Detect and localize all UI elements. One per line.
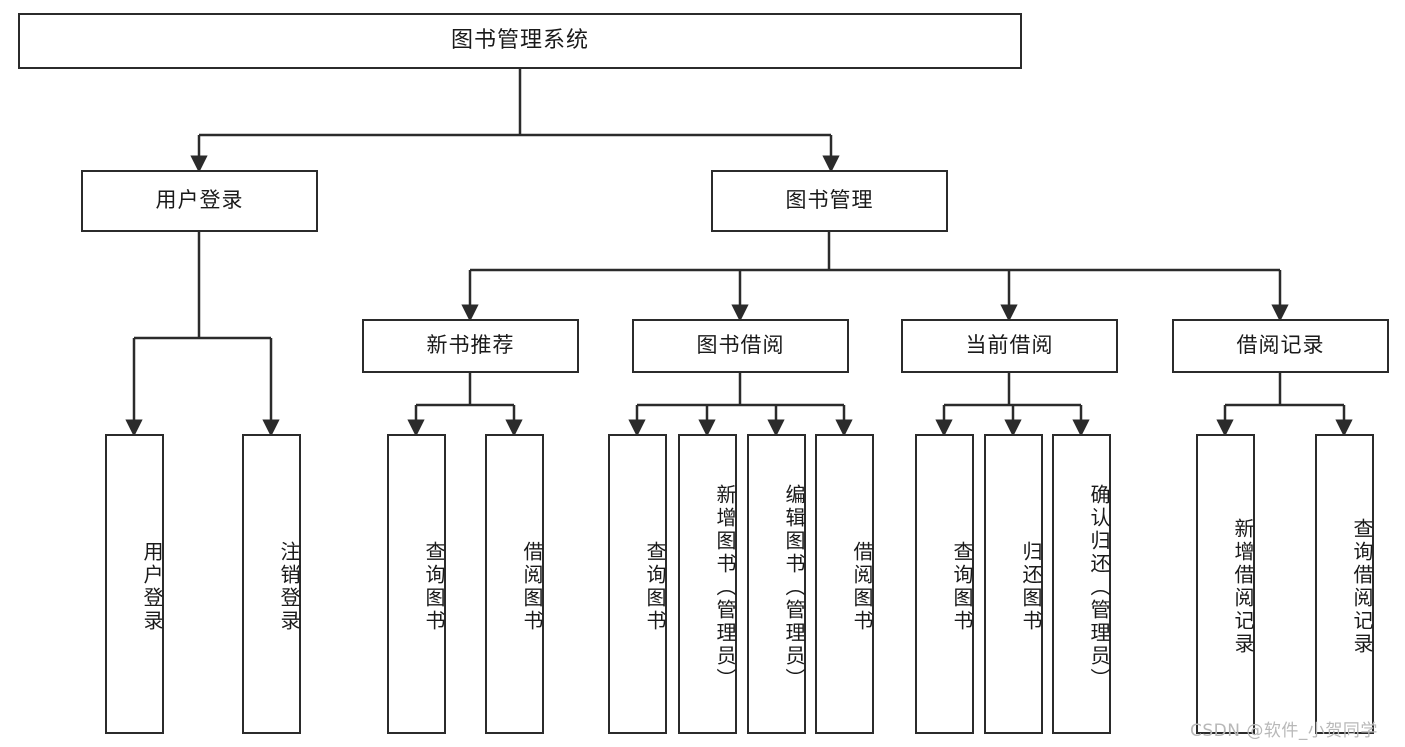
- node-book-borrow[interactable]: 图书借阅: [632, 319, 849, 373]
- node-label: 注销登录: [277, 541, 301, 633]
- node-leaf-add-borrow-record[interactable]: 新增借阅记录: [1196, 434, 1255, 734]
- node-root-system[interactable]: 图书管理系统: [18, 13, 1022, 69]
- node-leaf-return-book[interactable]: 归还图书: [984, 434, 1043, 734]
- node-new-book-recommendation[interactable]: 新书推荐: [362, 319, 579, 373]
- node-label: 查询图书: [950, 541, 974, 633]
- node-leaf-query-book-recommend[interactable]: 查询图书: [387, 434, 446, 734]
- node-label: 用户登录: [155, 188, 244, 213]
- node-book-manage[interactable]: 图书管理: [711, 170, 948, 232]
- node-label: 图书管理系统: [450, 27, 589, 53]
- node-label: 查询图书: [643, 541, 667, 633]
- node-label: 确认归还（管理员）: [1087, 483, 1111, 691]
- node-label: 新书推荐: [426, 333, 515, 358]
- node-leaf-add-book-admin[interactable]: 新增图书（管理员）: [678, 434, 737, 734]
- node-label: 当前借阅: [965, 333, 1054, 358]
- node-leaf-user-login[interactable]: 用户登录: [105, 434, 164, 734]
- node-label: 借阅记录: [1236, 333, 1325, 358]
- node-label: 新增图书（管理员）: [713, 483, 737, 691]
- node-label: 查询图书: [422, 541, 446, 633]
- node-label: 借阅图书: [520, 541, 544, 633]
- node-label: 编辑图书（管理员）: [782, 483, 806, 691]
- node-leaf-logout[interactable]: 注销登录: [242, 434, 301, 734]
- node-label: 查询借阅记录: [1350, 518, 1374, 656]
- node-label: 图书借阅: [696, 333, 785, 358]
- node-label: 用户登录: [140, 541, 164, 633]
- node-user-login[interactable]: 用户登录: [81, 170, 318, 232]
- node-leaf-edit-book-admin[interactable]: 编辑图书（管理员）: [747, 434, 806, 734]
- node-leaf-borrow-book[interactable]: 借阅图书: [815, 434, 874, 734]
- node-leaf-query-book-borrow[interactable]: 查询图书: [608, 434, 667, 734]
- node-current-borrow[interactable]: 当前借阅: [901, 319, 1118, 373]
- node-borrow-record[interactable]: 借阅记录: [1172, 319, 1389, 373]
- node-leaf-confirm-return-admin[interactable]: 确认归还（管理员）: [1052, 434, 1111, 734]
- node-leaf-query-borrow-record[interactable]: 查询借阅记录: [1315, 434, 1374, 734]
- node-label: 借阅图书: [850, 541, 874, 633]
- node-leaf-borrow-book-recommend[interactable]: 借阅图书: [485, 434, 544, 734]
- node-label: 图书管理: [785, 188, 874, 213]
- node-label: 新增借阅记录: [1231, 518, 1255, 656]
- node-leaf-query-book-current[interactable]: 查询图书: [915, 434, 974, 734]
- node-label: 归还图书: [1019, 541, 1043, 633]
